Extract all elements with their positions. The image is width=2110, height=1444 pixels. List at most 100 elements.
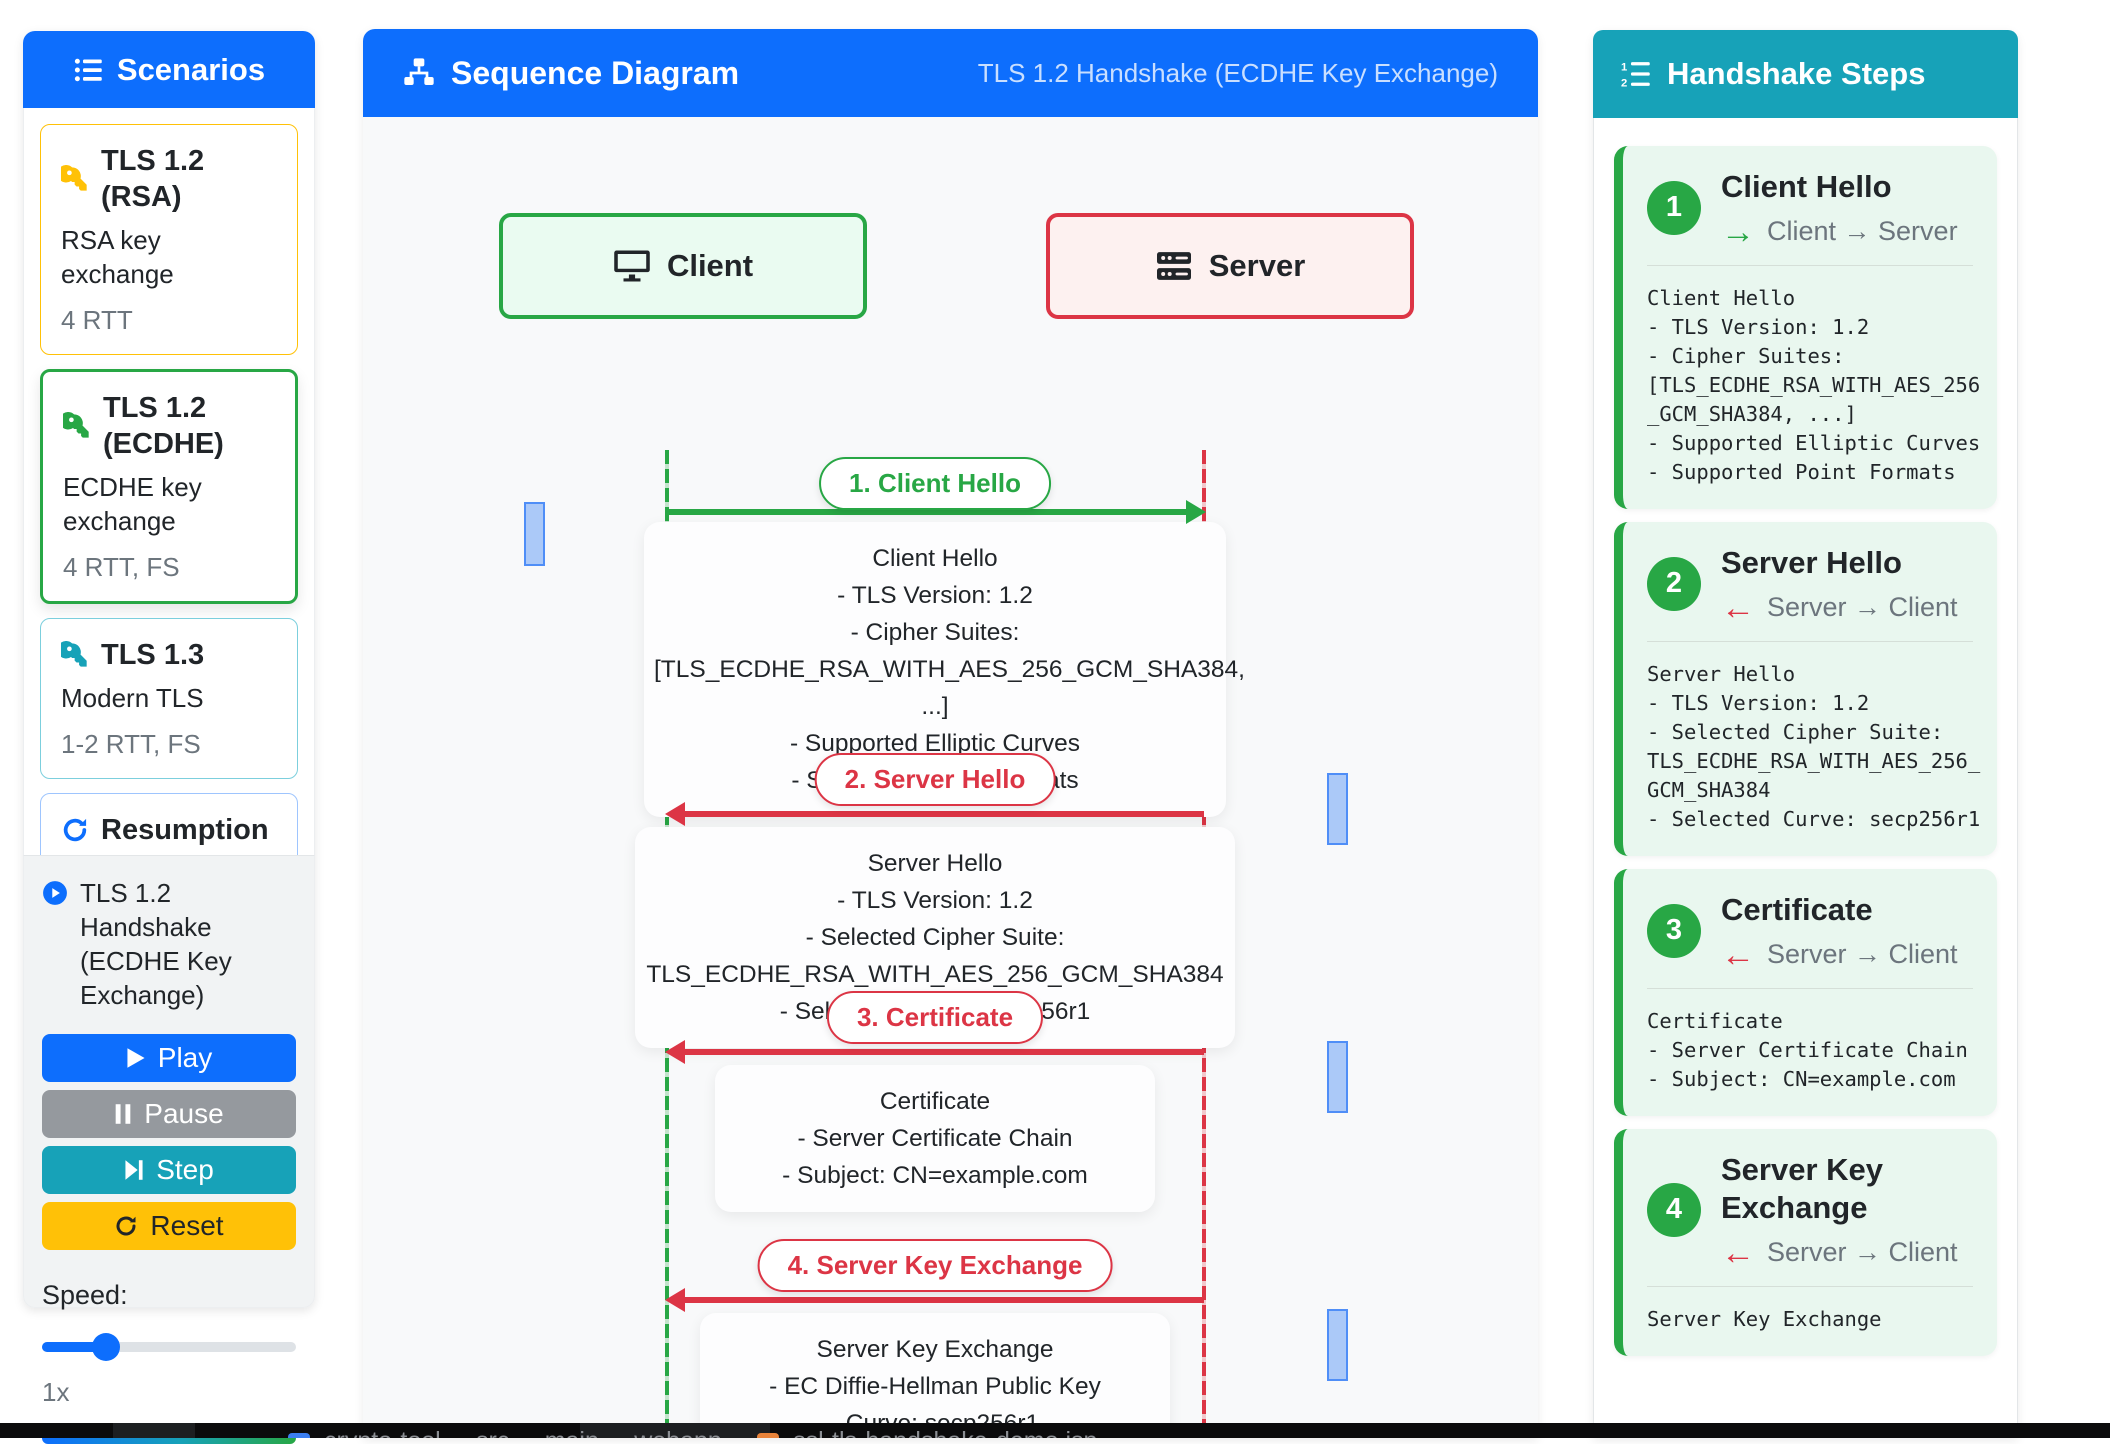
scenario-name: TLS 1.3 bbox=[101, 637, 204, 673]
breadcrumb-item[interactable]: ssl-tls-handshake-demo.jsp bbox=[793, 1427, 1097, 1438]
svg-text:2: 2 bbox=[1621, 78, 1627, 90]
breadcrumb-item[interactable]: main bbox=[545, 1427, 599, 1438]
scenario-list: TLS 1.2 (RSA) RSA key exchange 4 RTT TLS… bbox=[23, 108, 315, 855]
step-card-server-hello: 2 Server Hello ← Server → Client Server … bbox=[1614, 522, 1997, 856]
arrow-server-to-client bbox=[667, 811, 1204, 817]
scenario-name: Resumption bbox=[101, 812, 269, 848]
play-button[interactable]: Play bbox=[42, 1034, 296, 1082]
activation-bar bbox=[524, 502, 545, 566]
pause-button[interactable]: Pause bbox=[42, 1090, 296, 1138]
scenarios-title: Scenarios bbox=[117, 52, 265, 88]
client-label: Client bbox=[667, 248, 753, 284]
activation-bar bbox=[1327, 1041, 1348, 1113]
monitor-icon bbox=[613, 249, 651, 283]
step-number-badge: 4 bbox=[1647, 1183, 1701, 1237]
breadcrumb-item[interactable]: webapp bbox=[634, 1427, 722, 1438]
step-title: Certificate bbox=[1721, 891, 1958, 929]
left-arrow-icon: ← bbox=[1721, 941, 1755, 969]
arrow-server-to-client bbox=[667, 1297, 1204, 1303]
playback-controls: TLS 1.2 Handshake (ECDHE Key Exchange) P… bbox=[23, 855, 315, 1308]
diagram-subtitle: TLS 1.2 Handshake (ECDHE Key Exchange) bbox=[978, 58, 1498, 89]
server-icon bbox=[1155, 249, 1193, 283]
pause-icon bbox=[114, 1103, 132, 1125]
divider bbox=[1647, 641, 1973, 642]
reset-button[interactable]: Reset bbox=[42, 1202, 296, 1250]
scenario-resumption[interactable]: Resumption Session resumption 1 RTT bbox=[40, 793, 298, 855]
scenario-desc: ECDHE key exchange bbox=[63, 470, 275, 538]
scenario-desc: Modern TLS bbox=[61, 681, 277, 715]
diagram-title: Sequence Diagram bbox=[451, 55, 739, 92]
scenario-tls12-rsa[interactable]: TLS 1.2 (RSA) RSA key exchange 4 RTT bbox=[40, 124, 298, 355]
taskbar-segment bbox=[113, 1423, 195, 1438]
left-arrow-icon: ← bbox=[1721, 1239, 1755, 1267]
diagram-canvas: Client Server Client Hello - TLS Version… bbox=[363, 117, 1538, 1438]
current-scenario-status: TLS 1.2 Handshake (ECDHE Key Exchange) bbox=[42, 876, 296, 1012]
speed-label: Speed: bbox=[42, 1280, 296, 1311]
jsp-file-icon bbox=[757, 1433, 779, 1439]
breadcrumb-item[interactable]: crypto-tool bbox=[324, 1427, 441, 1438]
scenarios-header: Scenarios bbox=[23, 31, 315, 108]
status-text: TLS 1.2 Handshake (ECDHE Key Exchange) bbox=[80, 876, 296, 1012]
step-direction: Server → Client bbox=[1767, 1237, 1958, 1268]
speed-slider[interactable] bbox=[42, 1333, 296, 1361]
svg-text:1: 1 bbox=[1621, 61, 1627, 73]
list-icon bbox=[73, 55, 103, 85]
scenario-tls13[interactable]: TLS 1.3 Modern TLS 1-2 RTT, FS bbox=[40, 618, 298, 779]
step-title: Server Key Exchange bbox=[1721, 1151, 1961, 1227]
server-label: Server bbox=[1209, 248, 1306, 284]
speed-value: 1x bbox=[42, 1377, 296, 1408]
message-label-server-key-exchange: 4. Server Key Exchange bbox=[758, 1239, 1113, 1292]
step-title: Client Hello bbox=[1721, 168, 1958, 206]
step-detail: Server Key Exchange bbox=[1647, 1305, 1973, 1334]
scenario-meta: 4 RTT, FS bbox=[63, 552, 275, 583]
left-arrow-icon: ← bbox=[1721, 594, 1755, 622]
step-detail: Certificate - Server Certificate Chain -… bbox=[1647, 1007, 1973, 1094]
step-detail: Client Hello - TLS Version: 1.2 - Cipher… bbox=[1647, 284, 1973, 487]
step-number-badge: 2 bbox=[1647, 557, 1701, 611]
steps-list: 1 Client Hello → Client → Server Client … bbox=[1593, 118, 2018, 1438]
divider bbox=[1647, 988, 1973, 989]
chevron-right-icon: › bbox=[613, 1429, 620, 1439]
steps-title: Handshake Steps bbox=[1667, 56, 1925, 92]
chevron-right-icon: › bbox=[523, 1429, 530, 1439]
play-circle-icon bbox=[42, 876, 68, 906]
chevron-right-icon: › bbox=[455, 1429, 462, 1439]
step-detail: Server Hello - TLS Version: 1.2 - Select… bbox=[1647, 660, 1973, 834]
scenarios-panel: Scenarios TLS 1.2 (RSA) RSA key exchange… bbox=[23, 31, 315, 1308]
step-number-badge: 3 bbox=[1647, 904, 1701, 958]
divider bbox=[1647, 265, 1973, 266]
step-button[interactable]: Step bbox=[42, 1146, 296, 1194]
scenario-meta: 4 RTT bbox=[61, 305, 277, 336]
key-icon bbox=[63, 412, 91, 440]
key-icon bbox=[61, 641, 89, 669]
step-direction: Server → Client bbox=[1767, 939, 1958, 970]
ide-bottom-bar: crypto-tool › src › main › webapp › ssl-… bbox=[0, 1423, 2110, 1438]
play-icon bbox=[126, 1047, 146, 1069]
diagram-icon bbox=[403, 57, 435, 89]
activation-bar bbox=[1327, 1309, 1348, 1381]
key-icon bbox=[61, 165, 89, 193]
breadcrumb: crypto-tool › src › main › webapp › ssl-… bbox=[288, 1427, 1097, 1438]
step-card-server-key-exchange: 4 Server Key Exchange ← Server → Client … bbox=[1614, 1129, 1997, 1356]
scenario-meta: 1-2 RTT, FS bbox=[61, 729, 277, 760]
step-title: Server Hello bbox=[1721, 544, 1958, 582]
slider-thumb[interactable] bbox=[92, 1333, 120, 1361]
step-card-certificate: 3 Certificate ← Server → Client Certific… bbox=[1614, 869, 1997, 1116]
step-card-client-hello: 1 Client Hello → Client → Server Client … bbox=[1614, 146, 1997, 509]
scenario-name: TLS 1.2 (RSA) bbox=[101, 143, 277, 215]
step-number-badge: 1 bbox=[1647, 181, 1701, 235]
divider bbox=[1647, 1286, 1973, 1287]
step-direction: Client → Server bbox=[1767, 216, 1958, 247]
activation-bar bbox=[1327, 773, 1348, 845]
scenario-name: TLS 1.2 (ECDHE) bbox=[103, 390, 275, 462]
breadcrumb-item[interactable]: src bbox=[476, 1427, 509, 1438]
scenario-tls12-ecdhe-selected[interactable]: TLS 1.2 (ECDHE) ECDHE key exchange 4 RTT… bbox=[40, 369, 298, 604]
message-label-client-hello: 1. Client Hello bbox=[819, 457, 1051, 510]
diagram-header: Sequence Diagram TLS 1.2 Handshake (ECDH… bbox=[363, 29, 1538, 117]
sequence-diagram-panel: Sequence Diagram TLS 1.2 Handshake (ECDH… bbox=[363, 29, 1538, 1438]
step-forward-icon bbox=[124, 1159, 144, 1181]
